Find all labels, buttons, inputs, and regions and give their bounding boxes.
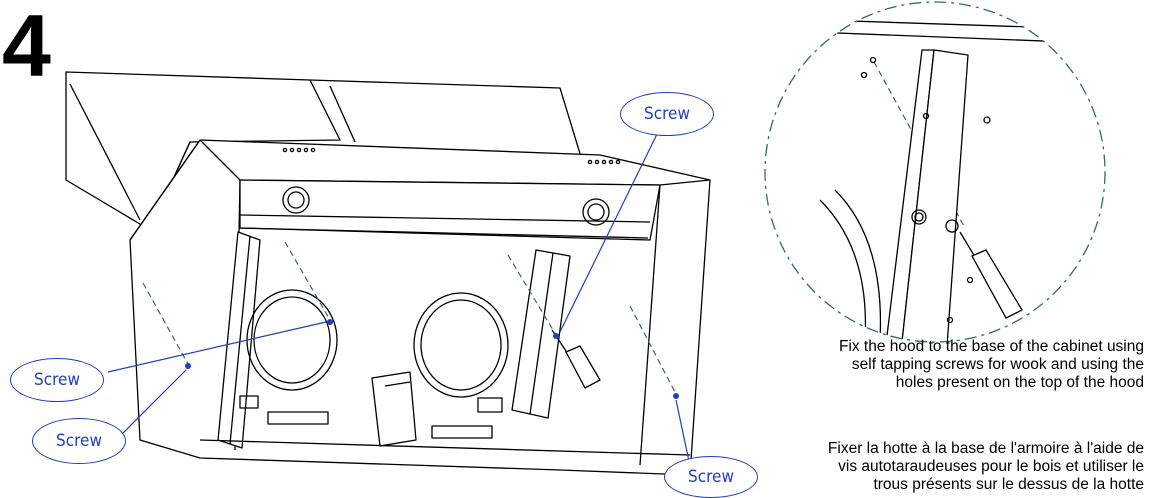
detail-view [764, 1, 1106, 343]
screw-callout-left-lower: Screw [32, 418, 126, 464]
screw-callout-top: Screw [620, 92, 714, 136]
instruction-line: trous présents sur le dessus de la hotte [873, 476, 1144, 493]
hood-body [129, 139, 711, 476]
instructions-english: Fix the hood to the base of the cabinet … [839, 338, 1144, 392]
callout-leaders [107, 127, 691, 467]
instruction-line: holes present on the top of the hood [895, 374, 1144, 391]
instruction-line: Fix the hood to the base of the cabinet … [838, 338, 1144, 355]
step-number: 4 [2, 0, 51, 95]
instruction-line: self tapping screws for wook and using t… [851, 356, 1144, 373]
cabinet-outline [65, 71, 586, 231]
side-brackets [217, 231, 571, 449]
duct-rings [246, 289, 509, 398]
instructions-french: Fixer la hotte à la base de l'armoire à … [828, 440, 1144, 494]
screw-points [185, 319, 679, 399]
screw-callout-right-lower: Screw [664, 456, 758, 498]
motor-unit [199, 371, 691, 456]
instruction-line: Fixer la hotte à la base de l'armoire à … [827, 440, 1144, 457]
instruction-line: vis autotaraudeuses pour le bois et util… [838, 458, 1144, 475]
screw-callout-left-upper: Screw [10, 358, 104, 402]
